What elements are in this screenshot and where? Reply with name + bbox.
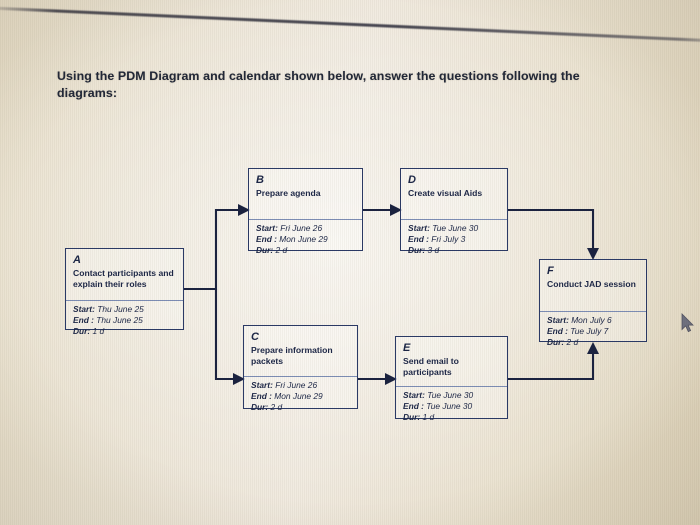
task-node-e[interactable]: E Send email to participants Start: Tue … — [395, 336, 508, 422]
task-node-d-end: Fri July 3 — [431, 234, 466, 244]
mouse-cursor-arrow-icon — [681, 313, 694, 333]
task-node-d-dur: 3 d — [427, 245, 440, 255]
task-node-a-dur: 1 d — [92, 326, 105, 336]
task-node-a-end-row: End : Thu June 25 — [73, 315, 177, 326]
start-label: Start: — [408, 223, 430, 233]
task-node-e-dur: 1 d — [422, 412, 435, 422]
page-title: Using the PDM Diagram and calendar shown… — [57, 69, 580, 100]
start-label: Start: — [251, 380, 273, 390]
task-node-c-start-row: Start: Fri June 26 — [251, 380, 351, 391]
task-node-e-end-row: End : Tue June 30 — [403, 401, 501, 412]
task-node-e-end: Tue June 30 — [426, 401, 473, 411]
task-node-d-id: D — [408, 174, 416, 186]
task-node-c-header: C Prepare information packets — [244, 326, 357, 377]
task-node-d-start: Tue June 30 — [432, 223, 479, 233]
task-node-b-name: Prepare agenda — [256, 188, 321, 198]
task-node-e-id: E — [403, 342, 411, 354]
task-node-a-end: Thu June 25 — [96, 315, 143, 325]
task-node-f-dur-row: Dur: 2 d — [547, 337, 640, 348]
dur-label: Dur: — [251, 402, 269, 412]
start-label: Start: — [73, 304, 95, 314]
task-node-f-header: F Conduct JAD session — [540, 260, 646, 312]
task-node-b-dur: 2 d — [275, 245, 288, 255]
edge-d-f — [508, 208, 599, 260]
task-node-a-id: A — [73, 254, 81, 266]
task-node-c-name: Prepare information packets — [251, 345, 333, 366]
task-node-d-details: Start: Tue June 30 End : Fri July 3 Dur:… — [401, 220, 507, 259]
task-node-d-start-row: Start: Tue June 30 — [408, 223, 501, 234]
task-node-b[interactable]: B Prepare agenda Start: Fri June 26 End … — [248, 168, 363, 255]
task-node-e-dur-row: Dur: 1 d — [403, 412, 501, 423]
task-node-d-end-row: End : Fri July 3 — [408, 234, 501, 245]
end-label: End : — [547, 326, 568, 336]
task-node-e-name: Send email to participants — [403, 356, 459, 377]
task-node-d-dur-row: Dur: 3 d — [408, 245, 501, 256]
task-node-b-end: Mon June 29 — [279, 234, 328, 244]
task-node-e-start-row: Start: Tue June 30 — [403, 390, 501, 401]
task-node-c-id: C — [251, 331, 259, 343]
task-node-e-header: E Send email to participants — [396, 337, 507, 387]
task-node-a-header: A Contact participants and explain their… — [66, 249, 183, 301]
task-node-c[interactable]: C Prepare information packets Start: Fri… — [243, 325, 358, 412]
task-node-b-start: Fri June 26 — [280, 223, 323, 233]
end-label: End : — [251, 391, 272, 401]
task-node-c-details: Start: Fri June 26 End : Mon June 29 Dur… — [244, 377, 357, 416]
task-node-f-start: Mon July 6 — [571, 315, 612, 325]
task-node-a-name: Contact participants and explain their r… — [73, 268, 174, 289]
task-node-f[interactable]: F Conduct JAD session Start: Mon July 6 … — [539, 259, 647, 347]
task-node-f-name: Conduct JAD session — [547, 279, 636, 289]
edge-a-b — [184, 204, 250, 291]
edge-b-d — [363, 204, 402, 216]
task-node-c-dur-row: Dur: 2 d — [251, 402, 351, 413]
end-label: End : — [256, 234, 277, 244]
task-node-f-dur: 2 d — [566, 337, 579, 347]
dur-label: Dur: — [408, 245, 426, 255]
task-node-f-end-row: End : Tue July 7 — [547, 326, 640, 337]
task-node-f-id: F — [547, 265, 554, 277]
task-node-b-details: Start: Fri June 26 End : Mon June 29 Dur… — [249, 220, 362, 259]
task-node-e-details: Start: Tue June 30 End : Tue June 30 Dur… — [396, 387, 507, 426]
dur-label: Dur: — [547, 337, 565, 347]
start-label: Start: — [256, 223, 278, 233]
end-label: End : — [408, 234, 429, 244]
start-label: Start: — [547, 315, 569, 325]
end-label: End : — [73, 315, 94, 325]
task-node-b-end-row: End : Mon June 29 — [256, 234, 356, 245]
task-node-a[interactable]: A Contact participants and explain their… — [65, 248, 184, 336]
task-node-b-dur-row: Dur: 2 d — [256, 245, 356, 256]
task-node-a-start-row: Start: Thu June 25 — [73, 304, 177, 315]
task-node-a-details: Start: Thu June 25 End : Thu June 25 Dur… — [66, 301, 183, 340]
task-node-b-header: B Prepare agenda — [249, 169, 362, 220]
task-node-a-start: Thu June 25 — [97, 304, 144, 314]
task-node-b-start-row: Start: Fri June 26 — [256, 223, 356, 234]
task-node-c-end: Mon June 29 — [274, 391, 323, 401]
dur-label: Dur: — [73, 326, 91, 336]
task-node-c-end-row: End : Mon June 29 — [251, 391, 351, 402]
task-node-d[interactable]: D Create visual Aids Start: Tue June 30 … — [400, 168, 508, 255]
task-node-f-details: Start: Mon July 6 End : Tue July 7 Dur: … — [540, 312, 646, 351]
start-label: Start: — [403, 390, 425, 400]
task-node-d-name: Create visual Aids — [408, 188, 483, 198]
end-label: End : — [403, 401, 424, 411]
task-node-e-start: Tue June 30 — [427, 390, 474, 400]
edge-e-f — [508, 342, 599, 381]
dur-label: Dur: — [256, 245, 274, 255]
task-node-c-start: Fri June 26 — [275, 380, 318, 390]
task-node-f-start-row: Start: Mon July 6 — [547, 315, 640, 326]
task-node-f-end: Tue July 7 — [570, 326, 609, 336]
task-node-b-id: B — [256, 174, 264, 186]
dur-label: Dur: — [403, 412, 421, 422]
task-node-c-dur: 2 d — [270, 402, 283, 412]
task-node-d-header: D Create visual Aids — [401, 169, 507, 220]
task-node-a-dur-row: Dur: 1 d — [73, 326, 177, 337]
edge-a-c — [214, 289, 245, 385]
edge-c-e — [358, 373, 397, 385]
